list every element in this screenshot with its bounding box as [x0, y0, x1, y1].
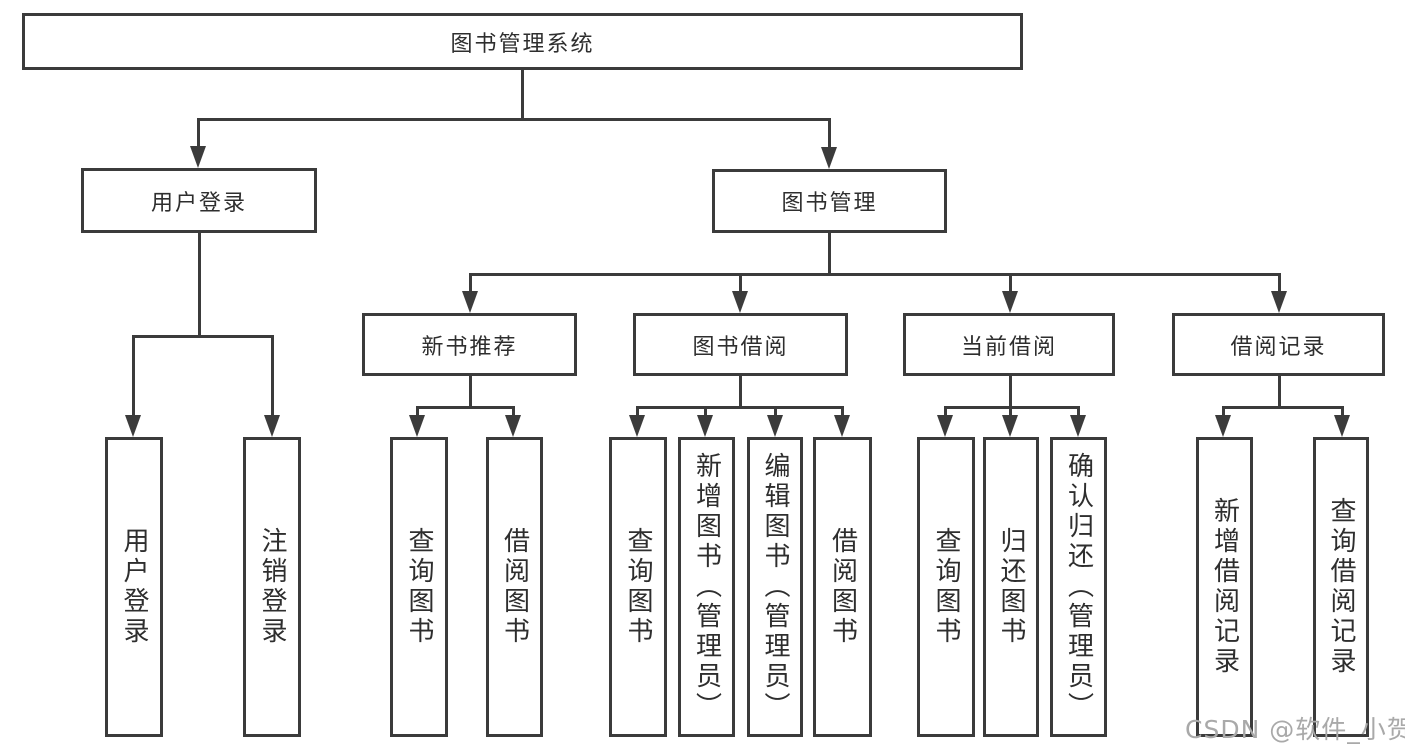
leaf-add-borrow-record: 新增借阅记录: [1196, 437, 1253, 737]
node-label: 确认归还（管理员）: [1063, 452, 1094, 722]
node-new-book-recommend: 新书推荐: [362, 313, 577, 376]
arrowhead-icon: [1002, 291, 1018, 313]
arrowhead-icon: [732, 291, 748, 313]
connector-line: [774, 407, 777, 419]
node-book-borrowing: 图书借阅: [633, 313, 848, 376]
connector-line: [1341, 407, 1344, 419]
connector-line: [512, 407, 515, 419]
connector-line: [132, 336, 135, 419]
arrowhead-icon: [767, 415, 783, 437]
arrowhead-icon: [409, 415, 425, 437]
connector-line: [469, 376, 472, 407]
arrowhead-icon: [629, 415, 645, 437]
node-label: 查询借阅记录: [1326, 497, 1356, 677]
arrowhead-icon: [190, 146, 206, 168]
arrowhead-icon: [821, 147, 837, 169]
connector-line: [132, 335, 274, 338]
leaf-logout-login: 注销登录: [243, 437, 301, 737]
connector-line: [1278, 274, 1281, 295]
node-label: 借阅图书: [499, 527, 530, 647]
leaf-borrow-books-borrowing: 借阅图书: [813, 437, 872, 737]
leaf-query-books-current: 查询图书: [917, 437, 975, 737]
arrowhead-icon: [505, 415, 521, 437]
connector-line: [944, 407, 947, 419]
node-user-login-branch: 用户登录: [81, 168, 317, 233]
connector-line: [841, 407, 844, 419]
connector-line: [198, 233, 201, 336]
arrowhead-icon: [697, 415, 713, 437]
arrowhead-icon: [125, 415, 141, 437]
arrowhead-icon: [264, 415, 280, 437]
node-current-borrowing: 当前借阅: [903, 313, 1115, 376]
node-label: 查询图书: [931, 527, 961, 647]
connector-line: [469, 274, 472, 295]
connector-line: [1222, 407, 1225, 419]
connector-line: [1009, 274, 1012, 295]
node-label: 新增借阅记录: [1209, 497, 1240, 677]
arrowhead-icon: [1070, 415, 1086, 437]
arrowhead-icon: [834, 415, 850, 437]
leaf-edit-books-admin: 编辑图书（管理员）: [747, 437, 803, 737]
arrowhead-icon: [1334, 415, 1350, 437]
connector-line: [739, 376, 742, 407]
leaf-query-borrow-record: 查询借阅记录: [1313, 437, 1369, 737]
leaf-query-books-borrowing: 查询图书: [609, 437, 667, 737]
connector-line: [521, 70, 524, 119]
node-label: 用户登录: [119, 527, 149, 647]
arrowhead-icon: [1215, 415, 1231, 437]
node-label: 归还图书: [996, 527, 1026, 647]
connector-line: [469, 273, 1281, 276]
connector-line: [271, 336, 274, 419]
arrowhead-icon: [1002, 415, 1018, 437]
connector-line: [416, 406, 515, 409]
node-label: 编辑图书（管理员）: [760, 452, 790, 722]
arrowhead-icon: [1271, 291, 1287, 313]
connector-line: [197, 118, 831, 121]
arrowhead-icon: [937, 415, 953, 437]
connector-line: [944, 406, 1080, 409]
node-label: 查询图书: [623, 527, 653, 647]
leaf-query-books-recommend: 查询图书: [390, 437, 448, 737]
node-label: 注销登录: [257, 527, 287, 647]
connector-line: [1222, 406, 1344, 409]
leaf-add-books-admin: 新增图书（管理员）: [678, 437, 735, 737]
connector-line: [1278, 376, 1281, 407]
node-label: 新增图书（管理员）: [691, 452, 722, 722]
node-borrow-records: 借阅记录: [1172, 313, 1385, 376]
connector-line: [636, 406, 844, 409]
node-label: 查询图书: [404, 527, 434, 647]
watermark: CSDN @软件_小贺同学: [1185, 715, 1405, 744]
leaf-user-login: 用户登录: [105, 437, 163, 737]
connector-line: [1077, 407, 1080, 419]
node-book-management: 图书管理: [712, 169, 947, 233]
connector-line: [704, 407, 707, 419]
connector-line: [739, 274, 742, 295]
leaf-borrow-books-recommend: 借阅图书: [486, 437, 543, 737]
connector-line: [197, 119, 200, 150]
leaf-return-books: 归还图书: [983, 437, 1039, 737]
leaf-confirm-return-admin: 确认归还（管理员）: [1050, 437, 1107, 737]
connector-line: [1009, 376, 1012, 407]
node-root: 图书管理系统: [22, 13, 1023, 70]
arrowhead-icon: [462, 291, 478, 313]
connector-line: [636, 407, 639, 419]
connector-line: [416, 407, 419, 419]
node-label: 借阅图书: [827, 527, 858, 647]
connector-line: [828, 233, 831, 274]
connector-line: [1009, 407, 1012, 419]
connector-line: [828, 119, 831, 151]
